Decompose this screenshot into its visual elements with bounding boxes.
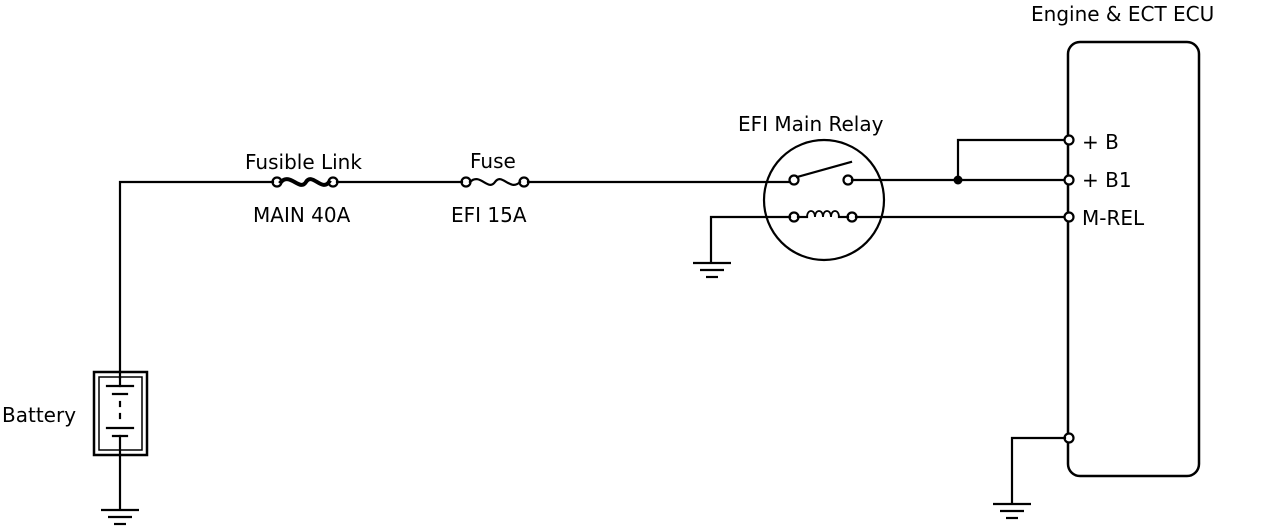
junction-dot [953,175,963,185]
fusible-link-label: Fusible Link [245,150,362,174]
fusible-link-symbol [271,176,339,188]
battery-feed-wire [118,180,275,380]
fusible-link-rating: MAIN 40A [253,203,351,227]
relay-label: EFI Main Relay [738,112,884,136]
fuse-symbol [460,176,530,188]
ecu-pin-mrel: M-REL [1082,206,1145,230]
ground-icon [693,261,731,279]
fuse-rating: EFI 15A [451,203,527,227]
battery-label: Battery [2,403,77,427]
ground-icon [993,502,1031,520]
ecu-pin-b: + B [1082,130,1119,154]
pin-mrel-terminal [1063,211,1075,223]
efi-main-relay-symbol [762,138,886,262]
ecu-label: Engine & ECT ECU [1031,2,1215,26]
ecu-pin-b1: + B1 [1082,168,1132,192]
ground-symbols [101,261,1031,526]
ground-icon [101,508,139,526]
pin-b-terminal [1063,134,1075,146]
wire-ecu-ground [1010,436,1067,504]
pin-b1-terminal [1063,174,1075,186]
fuse-label: Fuse [470,149,516,173]
wire-branch-to-b [956,138,1067,182]
battery-symbol [92,370,149,457]
ecu-box [1066,40,1201,478]
wire-coil-ground [709,215,792,264]
